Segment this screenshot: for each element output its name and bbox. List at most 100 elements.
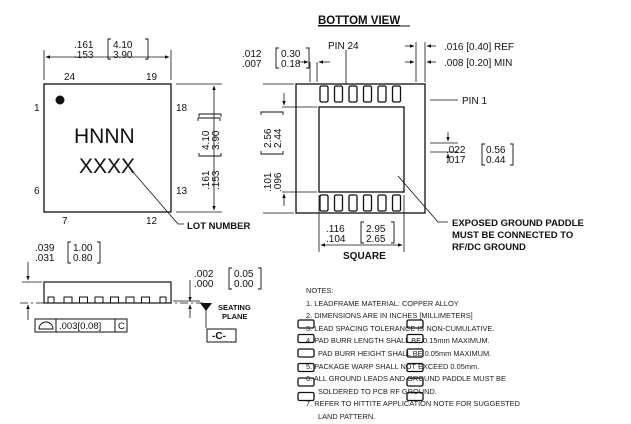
note-5: 5. PACKAGE WARP SHALL NOT EXCEED 0.05mm. — [306, 361, 480, 371]
side-view-pad — [63, 296, 73, 304]
pitch-mm-2: 0.44 — [486, 155, 506, 166]
flatness-value: .003[0.08] — [59, 321, 101, 332]
side-view-end-pad — [47, 296, 55, 304]
note-6b: SOLDERED TO PCB RF GROUND. — [318, 386, 437, 396]
marking-line-1: HNNN — [74, 125, 135, 148]
note-2: 2. DIMENSIONS ARE IN INCHES [MILLIMETERS… — [306, 311, 473, 321]
bottom-view — [295, 83, 426, 402]
lot-number-label: LOT NUMBER — [187, 221, 250, 232]
note-1: 1. LEADFRAME MATERIAL: COPPER ALLOY — [306, 298, 459, 308]
width-in-2: .104 — [326, 234, 346, 245]
bottom-view-dims — [263, 42, 458, 252]
bottom-view-pad — [333, 85, 344, 103]
note-4b: PAD BURR HEIGHT SHALL BE 0.05mm MAXIMUM. — [318, 348, 492, 358]
pitch-in-1: .022 — [446, 145, 466, 156]
notes-block: NOTES: 1. LEADFRAME MATERIAL: COPPER ALL… — [306, 285, 626, 424]
standoff-mm-2: 0.00 — [234, 279, 254, 290]
height-mm-2: 0.80 — [73, 253, 93, 264]
pitch-in-2: .017 — [446, 155, 466, 166]
paddle-mm-1: 2.56 — [263, 128, 274, 148]
side-pads — [47, 296, 167, 304]
bottom-view-pad — [406, 377, 424, 387]
bottom-view-pad — [297, 362, 315, 373]
side-view-pad — [79, 296, 88, 304]
flatness-datum: C — [118, 321, 125, 332]
notes-header: NOTES: — [306, 286, 334, 295]
bottom-view-pad — [406, 333, 424, 344]
lot-number-leader — [132, 171, 184, 225]
seating-label-1: SEATING — [218, 303, 251, 312]
bottom-view-pad — [391, 194, 402, 212]
bottom-view-pad — [362, 85, 373, 103]
side-view-body — [43, 281, 172, 304]
note-7: 7. REFER TO HITTITE APPLICATION NOTE FOR… — [306, 399, 520, 409]
pad-width-in-1: .012 — [242, 49, 262, 60]
bottom-view-pad — [333, 194, 344, 212]
bottom-view-title: BOTTOM VIEW — [318, 15, 400, 27]
bottom-view-pad — [297, 377, 315, 387]
seating-label-2: PLANE — [222, 312, 247, 321]
bottom-view-body — [295, 83, 426, 214]
width-in-1: .116 — [326, 224, 345, 235]
flatness-symbol-icon — [38, 321, 54, 330]
paddle-in-2: .096 — [273, 172, 284, 192]
pin-1-label: 1 — [34, 103, 40, 114]
bottom-view-pad — [391, 85, 402, 103]
top-height-in-2: .153 — [211, 170, 222, 190]
flatness-frame — [34, 318, 128, 333]
top-pads — [297, 85, 424, 402]
paddle-note-1: EXPOSED GROUND PADDLE — [452, 218, 584, 229]
min-dim: .008 [0.20] MIN — [444, 58, 512, 69]
pin1-dot — [55, 95, 65, 105]
bottom-view-pad — [348, 85, 358, 103]
note-7b: LAND PATTERN. — [318, 411, 376, 421]
bottom-view-pad — [406, 362, 424, 373]
bottom-view-pad — [297, 319, 315, 329]
pin-24-label: 24 — [64, 72, 76, 83]
top-height-mm-1: 4.10 — [201, 130, 212, 150]
height-in-1: .039 — [35, 243, 55, 254]
bottom-view-pad — [406, 348, 424, 358]
exposed-ground-paddle — [318, 106, 405, 193]
pin-7-label: 7 — [62, 216, 68, 227]
standoff-in-2: .000 — [194, 279, 214, 290]
bottom-view-pad — [377, 194, 387, 212]
note-3: 3. LEAD SPACING TOLERANCE IS NON-CUMULAT… — [306, 323, 495, 333]
top-width-in-1: .161 — [74, 40, 94, 51]
width-mm-2: 2.65 — [366, 234, 386, 245]
bottom-view-pad — [406, 319, 424, 329]
side-view-pad — [110, 296, 119, 304]
side-view-pad — [94, 296, 104, 304]
pin-19-label: 19 — [146, 72, 158, 83]
bottom-view-pad — [362, 194, 373, 212]
pin-1-callout: PIN 1 — [462, 96, 487, 107]
pin-24-callout: PIN 24 — [328, 41, 359, 52]
pin-6-label: 6 — [34, 186, 40, 197]
bottom-view-pad — [297, 391, 315, 402]
paddle-mm-2: 2.44 — [273, 128, 284, 148]
pad-width-mm-2: 0.18 — [281, 59, 301, 70]
top-width-mm-1: 4.10 — [113, 40, 133, 51]
top-height-in-1: .161 — [201, 170, 212, 190]
side-view-pad — [141, 296, 150, 304]
pad-width-in-2: .007 — [242, 59, 262, 70]
pin-12-label: 12 — [146, 216, 158, 227]
square-label: SQUARE — [343, 251, 386, 262]
height-mm-1: 1.00 — [73, 243, 93, 254]
bottom-view-pad — [319, 194, 329, 212]
note-4: 4. PAD BURR LENGTH SHALL BE 0.15mm MAXIM… — [306, 336, 490, 346]
standoff-mm-1: 0.05 — [234, 269, 254, 280]
paddle-note-3: RF/DC GROUND — [452, 242, 526, 253]
datum-c-box — [206, 328, 237, 343]
ref-dim: .016 [0.40] REF — [444, 42, 514, 53]
bottom-view-pad — [319, 85, 329, 103]
top-height-dim-text: 4.10 3.90 .161 .153 — [201, 130, 222, 190]
datum-c-label: -C- — [212, 331, 226, 342]
pin-13-label: 13 — [176, 186, 188, 197]
marking-line-2: XXXX — [79, 155, 135, 178]
top-width-mm-2: 3.90 — [113, 50, 133, 61]
paddle-in-1: .101 — [263, 172, 274, 192]
bottom-view-pad — [297, 348, 315, 358]
side-view-pad — [125, 296, 135, 304]
